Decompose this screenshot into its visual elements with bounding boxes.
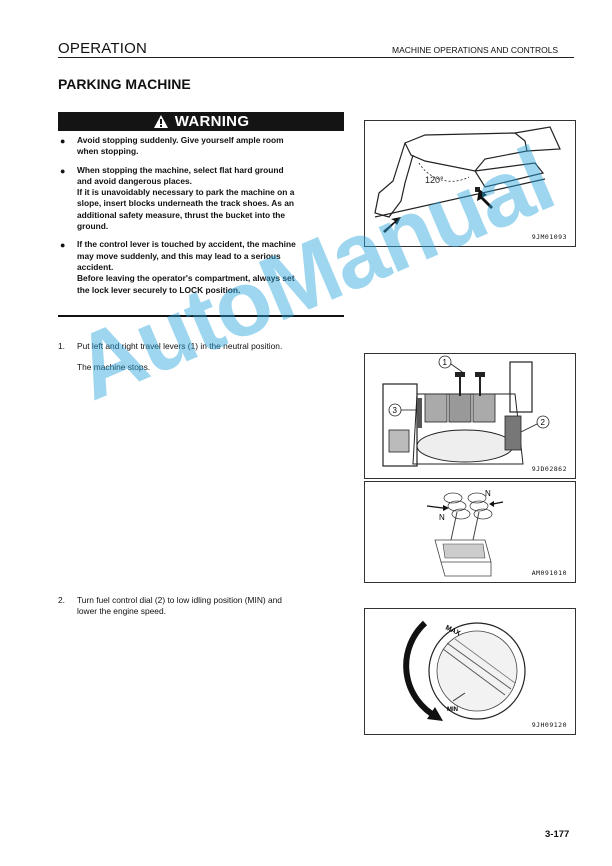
levers-neutral-illustration: N N (426, 489, 504, 577)
neutral-label-left: N (439, 513, 445, 522)
arrow-icon (383, 217, 401, 233)
arrow-icon (427, 707, 443, 721)
figure-code: 9JM01093 (531, 233, 567, 241)
arrow-icon (492, 501, 504, 505)
warning-bottom-rule (58, 315, 344, 317)
cab-controls-illustration: 1 2 3 (382, 355, 550, 467)
step-text: Turn fuel control dial (2) to low idling… (77, 595, 282, 605)
warning-line: Avoid stopping suddenly. Give yourself a… (77, 135, 284, 145)
bullet-icon: ● (60, 136, 66, 146)
header-divider (58, 57, 574, 58)
warning-line: accident. (77, 261, 114, 272)
page-title: PARKING MACHINE (58, 76, 191, 92)
fuel-dial-illustration: MAX MIN (403, 620, 526, 721)
step-number: 1. (58, 341, 65, 351)
min-label: MIN (447, 707, 458, 713)
warning-item: ● When stopping the machine, select flat… (58, 165, 344, 233)
step-text: Put left and right travel levers (1) in … (77, 341, 283, 351)
figure-code: 9JH09120 (531, 721, 567, 729)
excavator-arm-illustration: 120° (374, 126, 561, 233)
step-1-note: The machine stops. (77, 362, 151, 372)
chapter-header: MACHINE OPERATIONS AND CONTROLS (392, 45, 559, 55)
figure-code: 9JD02862 (531, 465, 567, 473)
arrow-icon (426, 505, 444, 509)
figure-levers-neutral: N N AM091010 (364, 481, 576, 583)
warning-item: ● If the control lever is touched by acc… (58, 239, 344, 295)
page-number: 3-177 (545, 829, 570, 840)
arrow-icon (477, 189, 493, 209)
figure-travel-levers-cab: 1 2 3 9JD02862 (364, 353, 576, 479)
warning-line: If it is unavoidably necessary to park t… (77, 187, 295, 198)
warning-line: Before leaving the operator's compartmen… (77, 273, 295, 284)
step-number: 2. (58, 595, 65, 605)
warning-item: ● Avoid stopping suddenly. Give yourself… (58, 135, 344, 158)
warning-line: additional safety measure, thrust the bu… (77, 209, 286, 220)
warning-line: If the control lever is touched by accid… (77, 239, 296, 250)
warning-line: When stopping the machine, select flat h… (77, 164, 284, 175)
warning-triangle-icon (153, 115, 168, 128)
warning-line: the lock lever securely to LOCK position… (77, 284, 241, 295)
warning-line: and avoid dangerous places. (77, 175, 192, 186)
angle-label: 120° (425, 175, 444, 185)
warning-line: when stopping. (77, 146, 139, 157)
callout-2: 2 (541, 418, 546, 427)
warning-label: WARNING (174, 113, 250, 130)
warning-line: may move suddenly, and this may lead to … (77, 250, 281, 261)
warning-line: slope, insert blocks underneath the trac… (77, 198, 295, 209)
bullet-icon: ● (60, 165, 66, 176)
callout-1: 1 (443, 358, 448, 367)
neutral-label-right: N (485, 489, 491, 498)
figure-code: AM091010 (531, 569, 567, 577)
figure-fuel-control-dial: MAX MIN 9JH09120 (364, 608, 576, 735)
step-2: 2. Turn fuel control dial (2) to low idl… (58, 595, 344, 621)
callout-3: 3 (393, 406, 398, 415)
bullet-icon: ● (60, 240, 66, 251)
step-1: 1. Put left and right travel levers (1) … (58, 341, 344, 355)
warning-list: ● Avoid stopping suddenly. Give yourself… (58, 135, 344, 303)
step-text: lower the engine speed. (77, 606, 166, 616)
warning-line: ground. (77, 221, 109, 232)
section-header: OPERATION (58, 40, 148, 57)
warning-banner: WARNING (58, 112, 344, 131)
figure-bucket-grounded: 120° 9JM01093 (364, 120, 576, 247)
